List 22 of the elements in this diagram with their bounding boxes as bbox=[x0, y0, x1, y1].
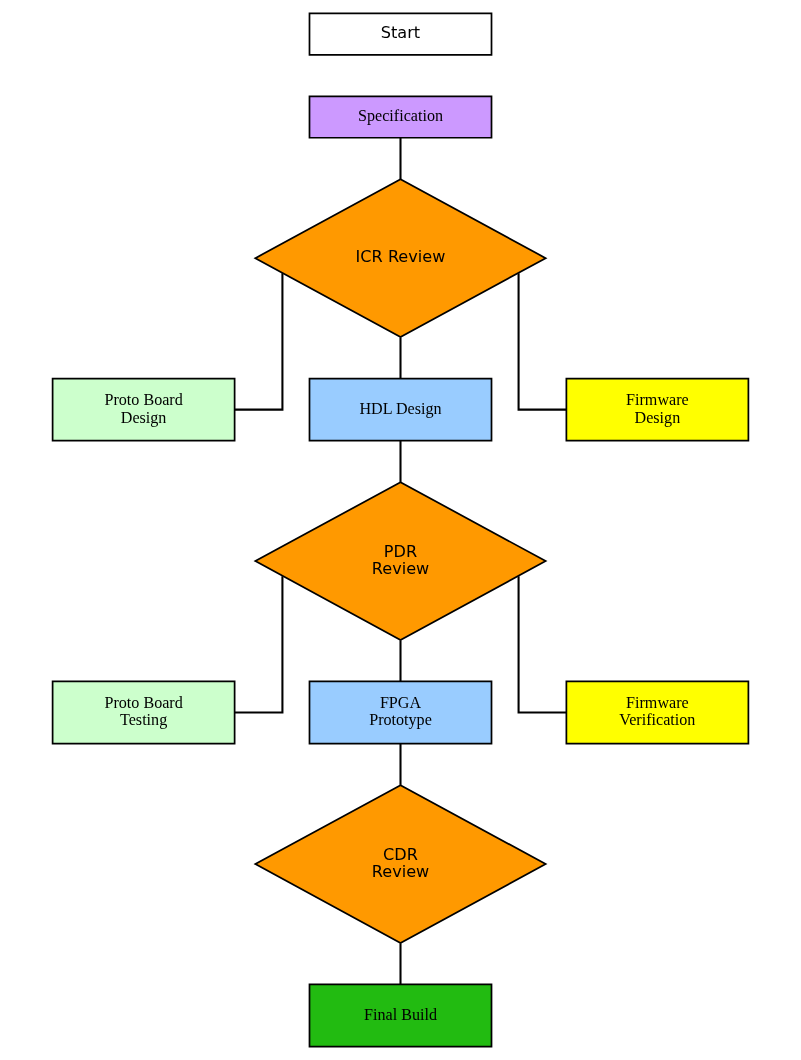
node-box: Proto Board Design bbox=[51, 377, 236, 442]
node-box: Firmware Verification bbox=[565, 680, 750, 745]
connector bbox=[399, 744, 402, 785]
connector bbox=[234, 576, 284, 714]
connector bbox=[399, 337, 402, 379]
node-box: Start bbox=[308, 12, 493, 56]
connector bbox=[234, 273, 284, 411]
connector bbox=[399, 137, 402, 180]
node-box: FPGA Prototype bbox=[308, 680, 493, 745]
connector bbox=[517, 576, 567, 714]
node-diamond: CDR Review bbox=[253, 784, 548, 944]
connector bbox=[399, 640, 402, 682]
node-box: Firmware Design bbox=[565, 377, 750, 442]
connector bbox=[517, 273, 567, 411]
node-box: Proto Board Testing bbox=[51, 680, 236, 745]
node-diamond: PDR Review bbox=[253, 481, 548, 641]
node-box: Specification bbox=[308, 95, 493, 139]
connector bbox=[399, 441, 402, 482]
connector bbox=[399, 943, 402, 985]
node-box: HDL Design bbox=[308, 377, 493, 442]
node-box: Final Build bbox=[308, 983, 493, 1048]
node-diamond: ICR Review bbox=[253, 178, 548, 339]
